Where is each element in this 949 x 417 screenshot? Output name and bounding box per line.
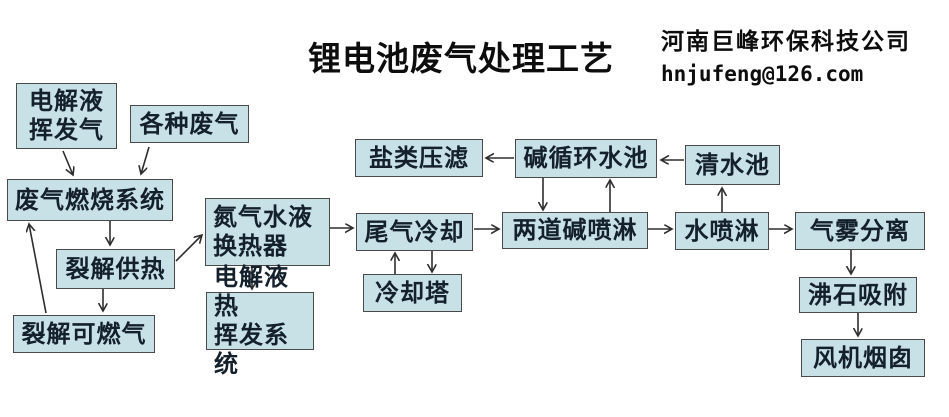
node-electrolyte-thermal-volatilization-system: 电解液热 挥发系统 bbox=[206, 263, 314, 378]
node-electrolyte-volatile-gas: 电解液 挥发气 bbox=[16, 83, 117, 149]
node-salt-press-filtration: 盐类压滤 bbox=[355, 139, 483, 177]
page-title: 锂电池废气处理工艺 bbox=[308, 39, 614, 78]
edge-electrolyte-to-combustion bbox=[62, 150, 73, 175]
node-water-spray: 水喷淋 bbox=[675, 212, 769, 250]
node-waste-gas-combustion-system: 废气燃烧系统 bbox=[7, 179, 173, 221]
node-pyrolysis-fuel-gas: 裂解可燃气 bbox=[13, 315, 155, 353]
company-name: 河南巨峰环保科技公司 bbox=[661, 29, 911, 55]
node-double-alkali-spray: 两道碱喷淋 bbox=[502, 212, 648, 249]
company-block: 河南巨峰环保科技公司 hnjufeng@126.com bbox=[661, 22, 946, 86]
node-clean-water-pool: 清水池 bbox=[685, 145, 780, 185]
node-nitrogen-water-heat-exchanger: 氮气水液 换热器 bbox=[205, 198, 330, 266]
node-various-waste-gas: 各种废气 bbox=[130, 105, 249, 143]
node-fan-chimney: 风机烟囱 bbox=[801, 339, 925, 377]
node-tail-gas-cooling: 尾气冷却 bbox=[356, 213, 473, 251]
node-zeolite-adsorption: 沸石吸附 bbox=[799, 277, 917, 313]
company-email: hnjufeng@126.com bbox=[661, 62, 864, 86]
node-alkali-circulation-pool: 碱循环水池 bbox=[515, 139, 657, 178]
edge-various-to-combustion bbox=[141, 146, 150, 174]
node-gas-mist-separation: 气雾分离 bbox=[795, 212, 925, 250]
edge-pyroheat-to-exchanger bbox=[175, 235, 202, 262]
node-pyrolysis-heat-supply: 裂解供热 bbox=[56, 249, 175, 289]
edge-pyrogas-to-combustion bbox=[29, 224, 47, 314]
node-cooling-tower: 冷却塔 bbox=[363, 274, 462, 312]
